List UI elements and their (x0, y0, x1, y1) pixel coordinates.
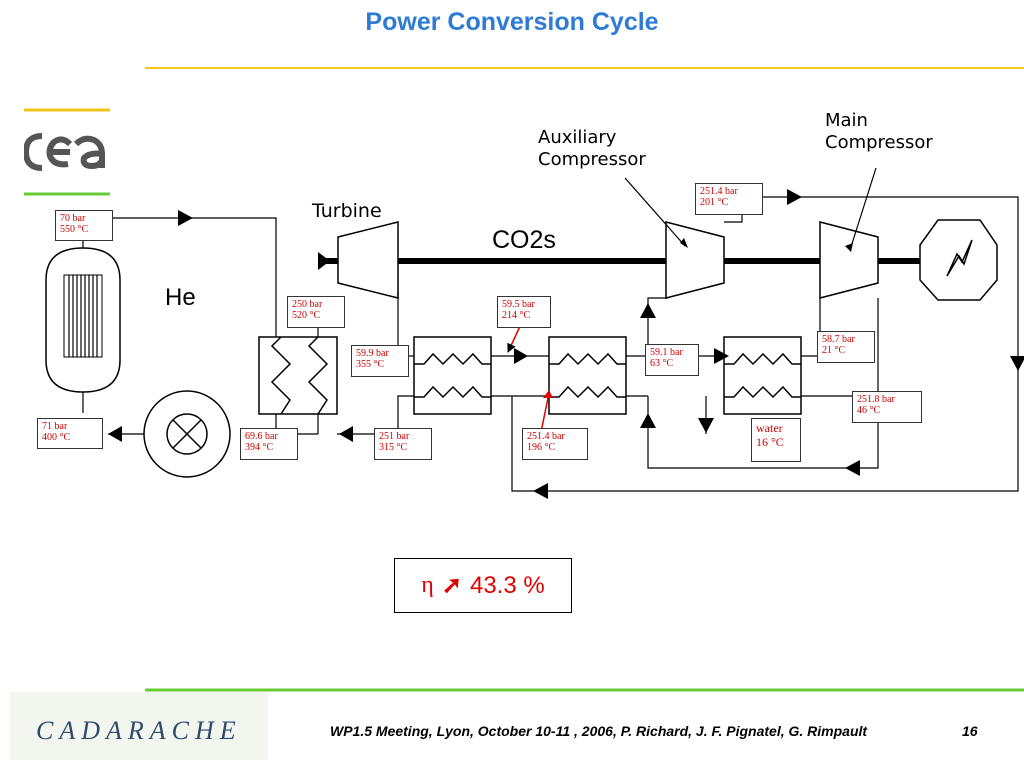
eta-symbol: η (421, 572, 434, 598)
ihx (258, 336, 338, 415)
turbine (337, 221, 399, 299)
auxiliary-compressor (665, 221, 725, 299)
turbine-label: Turbine (312, 200, 382, 222)
lightning-icon (946, 239, 973, 277)
footer-logo-bg (10, 692, 268, 760)
cadarache-logo: CADARACHE (36, 716, 242, 745)
piping (82, 196, 1019, 492)
precooler (723, 336, 802, 415)
cea-logo (24, 108, 110, 196)
page-title: Power Conversion Cycle (365, 8, 659, 36)
arrow-up-right-icon: ➚ (441, 572, 462, 599)
auxiliary-compressor-label: Auxiliary Compressor (538, 127, 646, 170)
page-number: 16 (962, 723, 978, 739)
main-compressor (819, 221, 879, 299)
co2-label: CO2s (492, 226, 556, 254)
ltr (548, 336, 627, 415)
core-rods (68, 275, 98, 357)
flow-arrows (108, 189, 1024, 499)
reactor-core (63, 274, 103, 358)
htr (413, 336, 492, 415)
efficiency-value: 43.3 % (469, 571, 545, 599)
generator (919, 219, 998, 301)
he-label: He (165, 284, 196, 311)
main-compressor-label: Main Compressor (825, 110, 933, 153)
efficiency-box: η ➚ 43.3 % (394, 558, 572, 613)
footer-text: WP1.5 Meeting, Lyon, October 10-11 , 200… (330, 723, 868, 739)
